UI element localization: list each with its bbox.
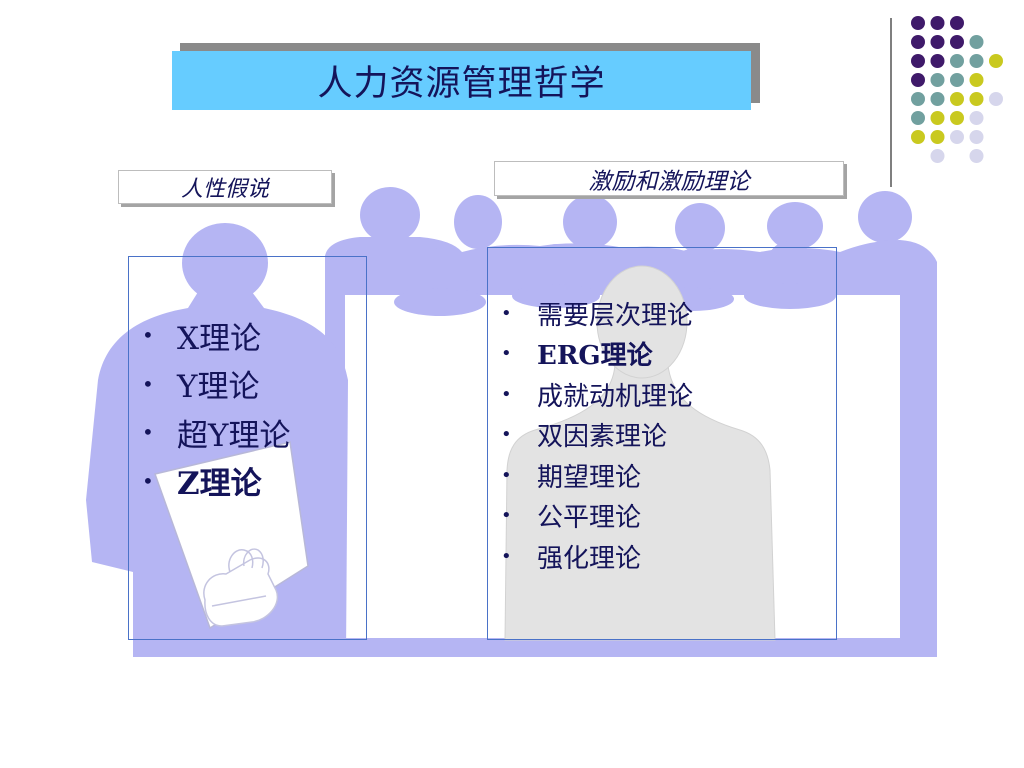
silhouette-head xyxy=(454,195,502,249)
list-item-text: 需要层次理论 xyxy=(537,300,694,331)
decor-dot xyxy=(989,92,1003,106)
list-item-text: Z理论 xyxy=(177,466,262,503)
bullet-icon: • xyxy=(501,545,512,567)
list-item: • Z理论 xyxy=(140,457,290,506)
decor-dot xyxy=(911,130,925,144)
list-item: • 公平理论 xyxy=(496,496,693,537)
silhouette-front-row xyxy=(394,241,920,638)
list-item-text: 成就动机理论 xyxy=(537,381,694,412)
decor-dot xyxy=(911,92,925,106)
decor-dot xyxy=(930,130,945,144)
bullet-icon: • xyxy=(142,323,154,348)
silhouette-head xyxy=(675,203,725,253)
bullet-icon: • xyxy=(142,371,154,396)
bullet-icon: • xyxy=(501,505,512,527)
decor-dot xyxy=(950,111,964,125)
list-item: • 双因素理论 xyxy=(496,415,693,456)
silhouette-gray-person xyxy=(504,265,776,641)
list-item: • ERG理论 xyxy=(496,334,693,375)
decor-dot xyxy=(950,130,964,144)
dot-grid-icon xyxy=(911,16,1003,163)
decor-dot xyxy=(911,35,925,49)
list-item-text: 公平理论 xyxy=(537,503,642,534)
decor-dot xyxy=(969,73,984,87)
decor-dot xyxy=(911,16,925,30)
bullet-icon: • xyxy=(501,464,512,486)
decor-dot xyxy=(930,16,945,30)
decor-dot xyxy=(930,35,945,49)
decor-dot xyxy=(950,54,964,68)
decor-dot xyxy=(930,92,945,106)
left-panel-label-text: 人性假说 xyxy=(180,177,269,202)
silhouette-head xyxy=(563,195,617,249)
silhouette-head xyxy=(360,187,420,243)
decor-dot xyxy=(911,73,925,87)
decor-dot xyxy=(969,35,984,49)
list-item-text: Y理论 xyxy=(177,369,260,406)
list-item-text: 双因素理论 xyxy=(537,422,668,453)
silhouette-head xyxy=(858,191,912,243)
decor-dot xyxy=(950,73,964,87)
decor-dot xyxy=(930,111,945,125)
decor-dot xyxy=(989,54,1003,68)
decor-dot xyxy=(969,130,984,144)
list-item-text: 期望理论 xyxy=(537,462,642,493)
list-item-text: X理论 xyxy=(177,320,262,357)
decor-dot xyxy=(969,111,984,125)
hand-icon xyxy=(203,548,279,627)
list-item: • 需要层次理论 xyxy=(496,293,693,334)
decor-dot xyxy=(911,54,925,68)
bullet-icon: • xyxy=(501,383,512,405)
list-item: • X理论 xyxy=(140,311,290,360)
decor-dot xyxy=(969,54,984,68)
list-item: • 期望理论 xyxy=(496,455,693,496)
list-item-text: 强化理论 xyxy=(537,543,642,574)
decor-dot xyxy=(969,92,984,106)
bullet-icon: • xyxy=(501,343,512,365)
page-title: 人力资源管理哲学 xyxy=(317,64,606,104)
right-panel-label-text: 激励和激励理论 xyxy=(588,168,750,195)
bullet-icon: • xyxy=(501,302,512,324)
decor-dot xyxy=(930,149,945,163)
bullet-icon: • xyxy=(142,420,154,445)
left-theory-list: • X理论 • Y理论 • 超Y理论 • Z理论 xyxy=(140,311,290,505)
decor-dot xyxy=(969,149,984,163)
list-item-text: 超Y理论 xyxy=(177,417,291,454)
decor-dot xyxy=(911,111,925,125)
bullet-icon: • xyxy=(501,424,512,446)
left-panel-label: 人性假说 xyxy=(118,170,332,204)
decor-dot xyxy=(930,54,945,68)
left-panel xyxy=(128,256,367,640)
silhouette-head xyxy=(767,202,823,250)
list-item-text: ERG理论 xyxy=(537,341,653,372)
right-panel-label: 激励和激励理论 xyxy=(494,161,844,196)
decor-dot xyxy=(950,92,964,106)
decor-dot xyxy=(930,73,945,87)
decor-dot xyxy=(950,35,964,49)
title-banner: 人力资源管理哲学 xyxy=(172,51,751,110)
decor-dot xyxy=(950,16,964,30)
list-item: • 强化理论 xyxy=(496,536,693,577)
list-item: • 超Y理论 xyxy=(140,408,290,457)
bullet-icon: • xyxy=(142,468,154,493)
right-panel xyxy=(487,247,837,640)
list-item: • Y理论 xyxy=(140,360,290,409)
list-item: • 成就动机理论 xyxy=(496,374,693,415)
right-theory-list: • 需要层次理论 • ERG理论 • 成就动机理论 • 双因素理论 • 期望理论 • 公平理… xyxy=(496,293,693,577)
